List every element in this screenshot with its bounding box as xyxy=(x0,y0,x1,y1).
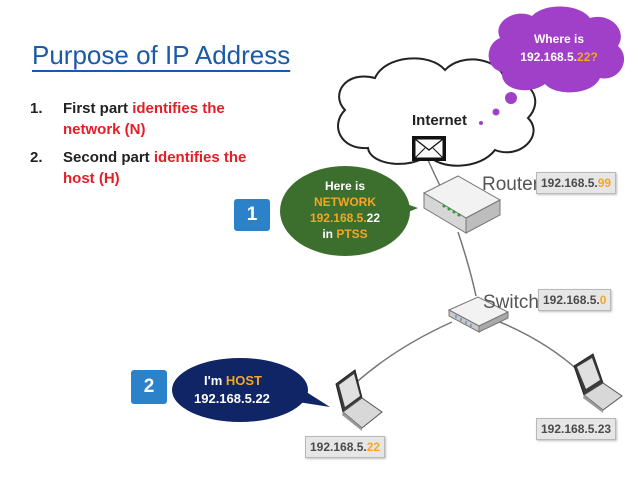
switch-label: Switch xyxy=(483,292,539,313)
laptop-right-icon xyxy=(573,353,623,413)
network-bubble-ip-prefix: 192.168.5. xyxy=(309,211,367,225)
switch-icon xyxy=(447,296,510,333)
switch-laptop-right-cable xyxy=(494,319,581,373)
network-bubble-line-1: Here is xyxy=(324,179,366,193)
list-item-2: 2. Second part identifies the host (H) xyxy=(30,147,260,189)
router-ip-box: 192.168.5.99 xyxy=(536,172,617,194)
network-bubble: Here is NETWORK 192.168.5.22 in PTSS xyxy=(280,166,410,256)
list-number: 1. xyxy=(30,100,43,117)
switch-ip-box: 192.168.5.0 xyxy=(538,289,612,311)
network-bubble-line-3: 192.168.5.22 xyxy=(280,210,410,226)
thought-line-2: 192.168.5.22? xyxy=(496,48,622,66)
router-switch-cable xyxy=(457,231,477,297)
list-text: Second part identifies the host (H) xyxy=(63,147,260,189)
switch-ip-prefix: 192.168.5. xyxy=(543,293,600,307)
thought-cloud xyxy=(488,6,625,93)
host-bubble-im: I'm xyxy=(204,373,226,388)
thought-bubble-text: Where is 192.168.5.22? xyxy=(496,30,622,66)
laptop-left-ip-prefix: 192.168.5. xyxy=(310,440,367,454)
list-number: 2. xyxy=(30,149,43,166)
step-1-badge: 1 xyxy=(234,199,270,231)
laptop-left-icon xyxy=(335,369,383,431)
page-title: Purpose of IP Address xyxy=(32,40,291,70)
router-icon xyxy=(422,175,502,234)
router-ip-prefix: 192.168.5. xyxy=(541,176,598,190)
envelope-icon xyxy=(412,136,446,161)
thought-ip-suffix: 22? xyxy=(577,50,598,64)
list-text-highlight: identifies the network (N) xyxy=(63,100,225,138)
host-bubble-ip: 192.168.5.22 xyxy=(194,391,270,406)
network-bubble-ip-suffix: 22 xyxy=(366,211,381,225)
thought-line-1: Where is xyxy=(533,32,584,46)
internet-cloud xyxy=(337,57,537,167)
list-text-plain: First part xyxy=(63,100,133,117)
switch-laptop-left-cable xyxy=(347,321,453,391)
switch-ip-suffix: 0 xyxy=(599,293,607,307)
list-text-plain: Second part xyxy=(63,149,154,166)
step-2-badge: 2 xyxy=(131,370,167,404)
list-text-highlight: identifies the host (H) xyxy=(63,149,247,187)
thought-dot-small xyxy=(479,121,483,125)
host-bubble: I'm HOST 192.168.5.22 xyxy=(172,358,308,422)
thought-dot-large xyxy=(505,92,517,104)
list-text: First part identifies the network (N) xyxy=(63,98,260,140)
network-bubble-in: in xyxy=(322,227,337,241)
internet-label: Internet xyxy=(412,112,468,129)
host-bubble-host: HOST xyxy=(225,373,262,388)
router-label: Router xyxy=(482,174,540,195)
thought-ip-prefix: 192.168.5. xyxy=(520,50,578,64)
network-bubble-ptss: PTSS xyxy=(336,227,368,241)
host-bubble-line-1: I'm HOST xyxy=(194,372,308,390)
laptop-left-ip-box: 192.168.5.22 xyxy=(305,436,386,458)
laptop-left-ip-suffix: 22 xyxy=(366,440,381,454)
network-bubble-line-4: in PTSS xyxy=(280,226,410,242)
thought-dot-medium xyxy=(492,108,500,116)
list-item-1: 1. First part identifies the network (N) xyxy=(30,98,260,140)
network-bubble-line-2: NETWORK xyxy=(314,195,376,209)
laptop-right-ip-box: 192.168.5.23 xyxy=(536,418,617,440)
router-ip-suffix: 99 xyxy=(597,176,612,190)
network-bubble-text: Here is NETWORK 192.168.5.22 in PTSS xyxy=(280,166,410,242)
host-bubble-text: I'm HOST 192.168.5.22 xyxy=(172,358,308,408)
